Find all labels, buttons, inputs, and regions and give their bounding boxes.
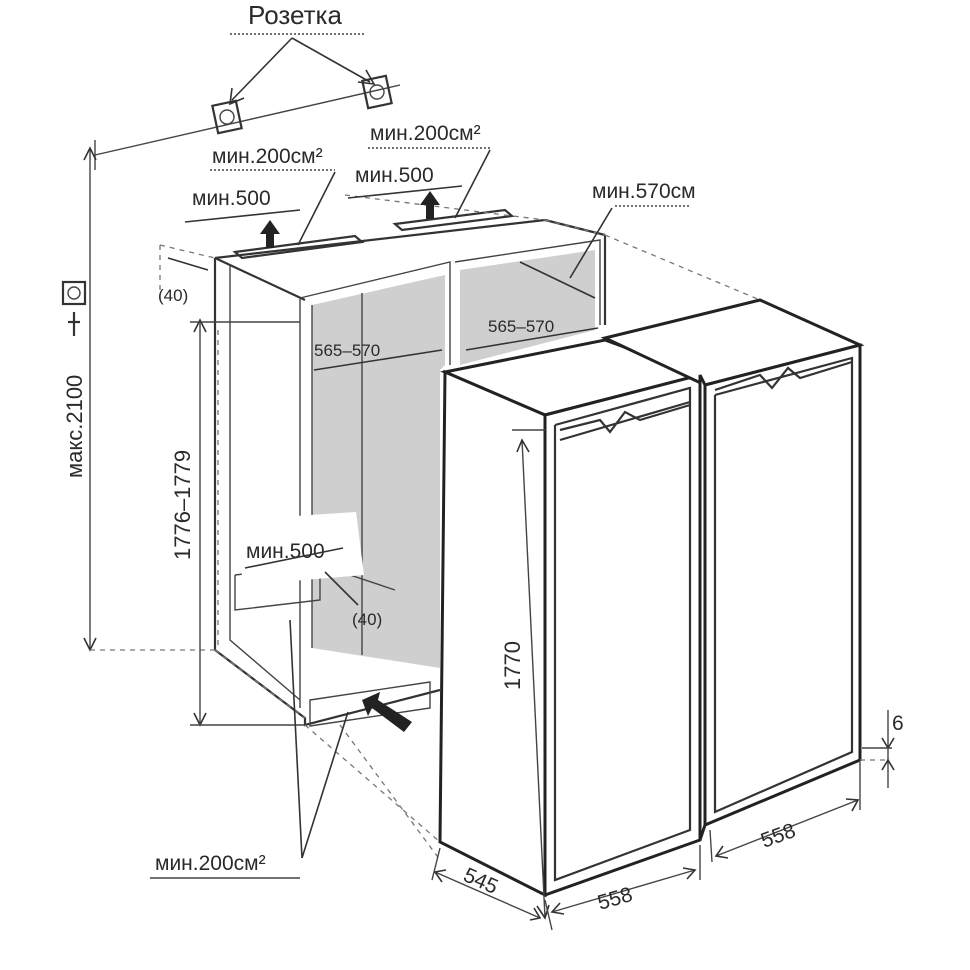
vent-area-left-label: мин.200см² [212, 145, 323, 168]
plinth-vent [309, 681, 431, 727]
bottom-depth-dimension: мин.500 (40) [236, 512, 382, 629]
vent-area-right-label: мин.200см² [370, 122, 481, 145]
bottom-vent-dimension: мин.200см² [150, 619, 412, 879]
vent-depth-right-label: мин.500 [355, 164, 434, 187]
top-vent-dimensions: мин.200см² мин.200см² мин.500 мин.500 [184, 122, 491, 248]
appliance-right [600, 298, 865, 841]
niche-depth-dimension: мин.570см [519, 180, 696, 299]
left-offset-dimension: (40) [158, 257, 209, 305]
power-socket-icon [211, 99, 243, 135]
bottom-vent-area-label: мин.200см² [155, 852, 266, 875]
construction-lines [159, 194, 885, 861]
plinth-gap-label: 6 [892, 712, 904, 735]
bottom-offset-label: (40) [352, 610, 382, 629]
appliance-height-dimension: 1770 [500, 429, 550, 920]
max-height-dimension: макс.2100 [61, 146, 215, 652]
appliance-height-label: 1770 [500, 641, 525, 690]
plinth-gap-dimension: 6 [862, 710, 904, 788]
socket-label: Розетка [248, 0, 342, 30]
vent-depth-left-label: мин.500 [192, 187, 271, 210]
airflow-in-arrow-icon [362, 692, 412, 732]
max-height-label: макс.2100 [62, 375, 87, 478]
socket-callout: Розетка [94, 0, 401, 170]
bottom-depth-label: мин.500 [246, 540, 325, 563]
width-right-label: 558 [758, 819, 799, 853]
top-vent-left [232, 234, 365, 260]
niche-back-wall-right [460, 250, 595, 365]
inner-width-right-label: 565–570 [488, 317, 554, 336]
inner-width-dimensions: 565–570 565–570 [313, 317, 599, 371]
niche-depth-label: мин.570см [592, 180, 696, 203]
plug-icon [68, 312, 80, 336]
appliance-front [438, 338, 706, 898]
airflow-up-arrow-icon [420, 191, 440, 219]
inner-width-left-label: 565–570 [314, 341, 380, 360]
power-socket-icon [361, 74, 393, 110]
left-offset-label: (40) [158, 286, 188, 305]
niche-height-dimension: 1776–1779 [170, 318, 305, 727]
power-socket-icon [61, 280, 87, 306]
width-front-label: 558 [595, 883, 635, 915]
airflow-up-arrow-icon [260, 220, 280, 248]
top-vent-right [392, 208, 515, 232]
niche-height-label: 1776–1779 [170, 450, 195, 560]
